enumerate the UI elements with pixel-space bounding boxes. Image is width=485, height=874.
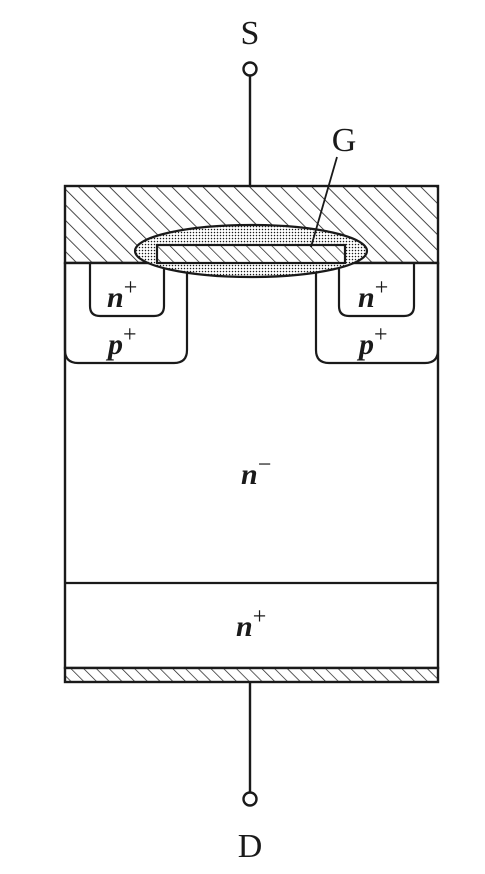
p-plus-right-label: p+ xyxy=(356,322,388,361)
n-plus-left-sup: + xyxy=(124,275,138,301)
gate-label: G xyxy=(332,122,357,159)
n-plus-substrate-sup: + xyxy=(253,604,267,630)
drain-label: D xyxy=(238,828,263,865)
n-minus-drift-sup: − xyxy=(258,452,272,478)
n-plus-right-label: n+ xyxy=(358,275,388,314)
n-plus-left-label: n+ xyxy=(107,275,137,314)
p-plus-left-sup: + xyxy=(123,322,137,348)
n-plus-right-base: n xyxy=(358,281,375,314)
p-plus-right-sup: + xyxy=(374,322,388,348)
n-plus-substrate-label: n+ xyxy=(236,604,266,643)
semiconductor-body xyxy=(63,261,440,670)
n-plus-source-left xyxy=(88,263,166,318)
n-plus-source-right xyxy=(337,263,416,318)
n-minus-drift-base: n xyxy=(241,458,258,491)
drain-terminal-node xyxy=(242,791,258,807)
p-plus-well-right xyxy=(314,263,440,365)
source-label: S xyxy=(241,15,260,52)
gate-electrode xyxy=(155,243,347,265)
p-plus-well-left xyxy=(63,263,189,365)
gate-leader-line xyxy=(310,156,338,248)
drain-metal-contact xyxy=(63,666,440,684)
p-plus-left-label: p+ xyxy=(105,322,137,361)
n-plus-substrate-base: n xyxy=(236,610,253,643)
source-terminal-node xyxy=(242,61,258,77)
n-plus-left-base: n xyxy=(107,281,124,314)
p-plus-left-base: p xyxy=(105,328,123,361)
n-minus-drift-label: n− xyxy=(241,452,271,491)
p-plus-right-base: p xyxy=(356,328,374,361)
n-plus-right-sup: + xyxy=(375,275,389,301)
